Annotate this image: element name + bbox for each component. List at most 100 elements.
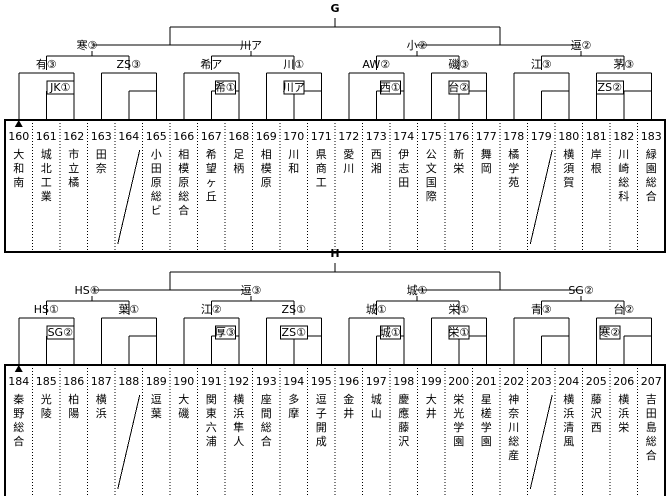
team-name: 神奈川総産 [508,392,519,462]
quarter-result: 逗③ [241,284,262,297]
team-number: 196 [338,375,359,388]
semi-result-badge: 栄① [448,325,469,339]
team-number: 182 [613,130,634,143]
team-name: 横浜栄 [618,392,629,434]
team-number: 187 [91,375,112,388]
semi-result-badge-box [214,80,236,95]
team-name: 逗子開成 [316,393,327,448]
semi-result-badge: 希① [215,80,236,94]
round-result: 栄① [448,302,469,316]
team-name: 岸根 [591,148,602,175]
bye-slash [117,394,141,490]
team-name: 小田原総ビ [151,148,162,217]
team-name: 逗葉 [151,393,162,420]
round-result: 葉① [118,302,139,316]
round-result: 江③ [531,58,552,71]
team-name: 市立橘 [68,147,79,189]
semi-result-badge-box [46,325,75,340]
block-title: H [330,247,339,260]
team-name: 川崎総科 [618,148,629,203]
team-name: 横須賀 [563,147,574,189]
round-result: 城① [366,303,387,316]
team-number: 162 [63,130,84,143]
team-name: 希望ヶ丘 [206,147,217,203]
team-number: 174 [393,130,414,143]
team-number: 184 [8,375,29,388]
semi-result-badge-box [379,80,401,95]
team-number: 192 [228,375,249,388]
team-name: 相模原 [261,148,272,189]
team-number: 193 [256,375,277,388]
semi-result-badge-box [46,80,75,95]
semi-result-badge-box [279,325,308,340]
team-number: 171 [311,130,332,143]
team-number: 207 [641,375,662,388]
team-number: 195 [311,375,332,388]
round-result: 茅③ [613,58,634,71]
team-name: 横浜 [96,392,107,420]
team-number: 167 [201,130,222,143]
quarter-result: SG② [568,284,594,297]
team-name: 関東六浦 [206,393,217,448]
team-number: 176 [448,130,469,143]
round-result: ZS① [282,303,307,316]
team-number: 198 [393,375,414,388]
team-number: 168 [228,130,249,143]
semi-result-badge-box [595,80,624,95]
team-name: 吉田島総合 [646,393,657,462]
team-number: 191 [201,375,222,388]
team-number: 200 [448,375,469,388]
semi-result-badge-box [599,325,621,340]
semi-result-badge: 厚③ [215,326,236,339]
team-name: 藤沢西 [591,393,602,434]
team-number: 163 [91,130,112,143]
team-number: 197 [366,375,387,388]
semi-result-badge: 城① [380,326,401,339]
team-name: 座間総合 [261,392,272,448]
team-number: 180 [558,130,579,143]
team-name: 光陵 [41,392,52,420]
team-number: 199 [421,375,442,388]
team-name: 舞岡 [481,148,492,175]
team-name: 横浜清風 [563,392,574,448]
team-number: 204 [558,375,579,388]
team-name: 栄光学園 [453,392,464,448]
team-name: 新栄 [453,147,464,175]
team-number: 183 [641,130,662,143]
quarter-result: HS① [74,284,99,297]
team-name: 緑園総合 [646,147,657,203]
team-number: 161 [36,130,57,143]
team-number: 177 [476,130,497,143]
semi-result-badge-box [379,325,401,340]
team-name: 橘学苑 [508,148,519,189]
team-number: 175 [421,130,442,143]
team-number: 205 [586,375,607,388]
quarter-result: 川ア [240,39,262,52]
semi-result-badge: ZS① [282,326,307,339]
round-result: HS① [34,303,59,316]
team-number: 190 [173,375,194,388]
team-name: 城北工業 [41,148,52,203]
team-number: 189 [146,375,167,388]
team-name: 多摩 [288,392,299,420]
team-number: 166 [173,130,194,143]
team-name: 相模原総合 [178,148,189,217]
team-number: 194 [283,375,304,388]
team-number: 160 [8,130,29,143]
team-number: 181 [586,130,607,143]
team-name: 大磯 [178,392,189,420]
team-name: 伊志田 [398,148,409,189]
team-name: 愛川 [343,148,354,175]
round-result: 川① [283,58,304,71]
team-number: 172 [338,130,359,143]
team-number: 173 [366,130,387,143]
team-number: 179 [531,130,552,143]
semi-result-badge-box [448,325,470,340]
team-name: 大井 [426,392,437,420]
team-number: 164 [118,130,139,143]
team-name: 大和南 [13,147,24,189]
team-number: 185 [36,375,57,388]
